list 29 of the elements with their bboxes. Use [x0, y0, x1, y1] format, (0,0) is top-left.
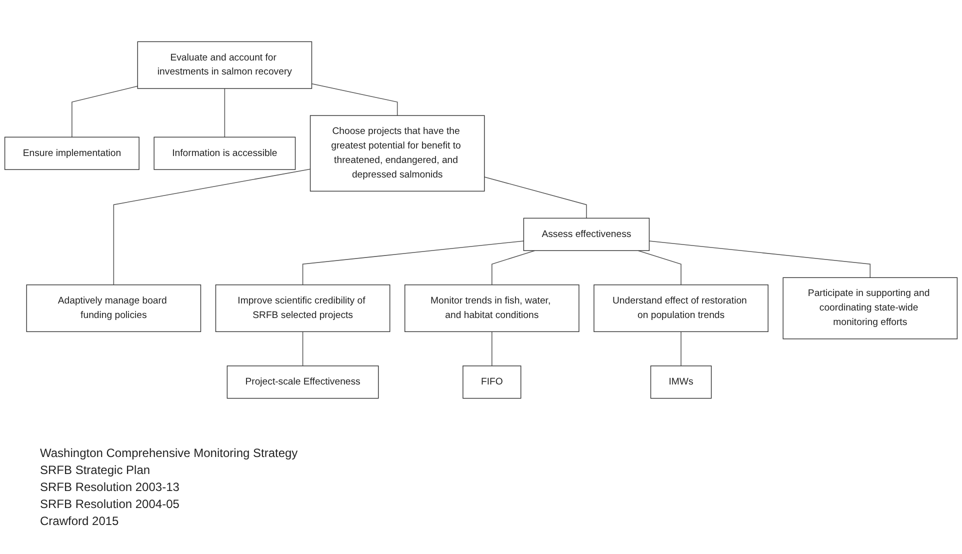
node-box: Assess effectiveness	[523, 218, 650, 251]
node-box: Understand effect of restoration on population trends	[594, 284, 768, 332]
node-box: Monitor trends in fish, water, and habitat conditions	[404, 284, 580, 332]
connector	[638, 250, 682, 286]
reference-note: SRFB Resolution 2003-13	[40, 479, 180, 496]
node-box: Choose projects that have the greatest potential for benefit to threatened, endangered, and depressed salmonids	[310, 115, 485, 192]
reference-note: Washington Comprehensive Monitoring Strategy	[40, 445, 298, 462]
connector	[72, 86, 138, 138]
reference-note: SRFB Strategic Plan	[40, 462, 152, 479]
connector	[484, 176, 587, 219]
reference-note: SRFB Resolution 2004-05	[40, 496, 180, 513]
connector	[492, 250, 536, 286]
reference-note: Crawford 2015	[40, 513, 120, 530]
connector	[648, 240, 871, 278]
connector	[302, 240, 524, 286]
connector	[680, 331, 682, 366]
node-box: Information is accessible	[154, 136, 296, 170]
connector	[113, 168, 311, 286]
connector	[311, 83, 398, 116]
node-box: Participate in supporting and coordinating state-wide monitoring efforts	[782, 277, 958, 340]
node-box: IMWs	[650, 366, 712, 399]
node-box: Ensure implementation	[4, 136, 140, 170]
connector	[224, 88, 226, 138]
node-box: Evaluate and account for investments in salmon recovery	[137, 41, 312, 89]
connector	[302, 331, 304, 366]
node-box: Adaptively manage board funding policies	[26, 284, 202, 332]
node-box: Improve scientific credibility of SRFB selected projects	[215, 284, 390, 332]
node-box: Project-scale Effectiveness	[226, 366, 379, 399]
node-box: FIFO	[462, 366, 522, 399]
